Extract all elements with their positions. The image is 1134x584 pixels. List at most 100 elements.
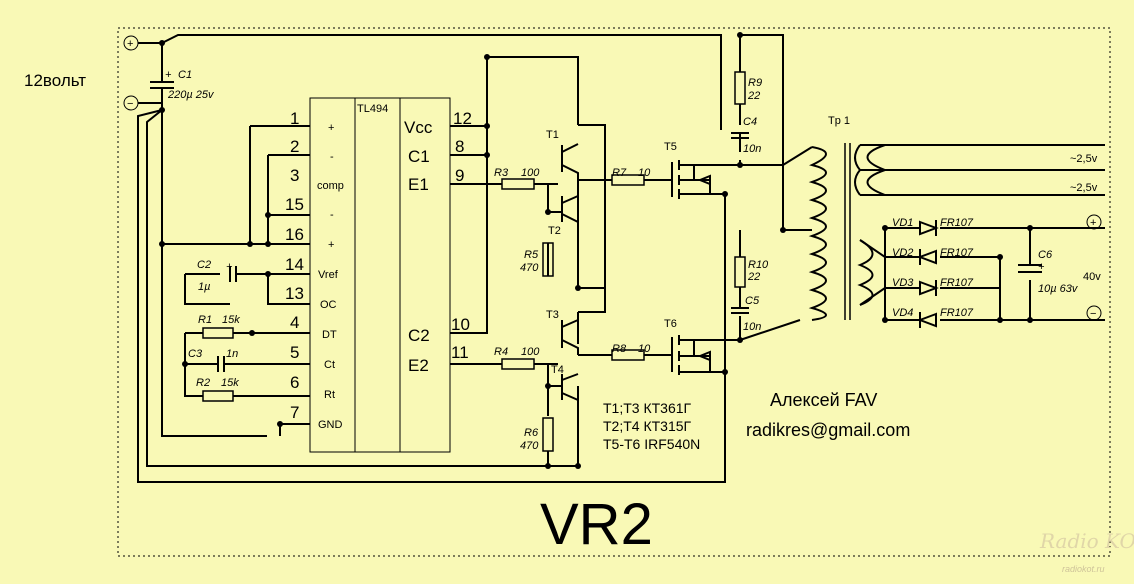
- svg-text:-: -: [330, 151, 334, 163]
- svg-text:E2: E2: [408, 356, 429, 375]
- svg-text:3: 3: [290, 166, 299, 185]
- svg-text:+: +: [226, 261, 233, 273]
- svg-text:Vref: Vref: [318, 269, 339, 281]
- svg-text:FR107: FR107: [940, 217, 974, 229]
- svg-text:12: 12: [453, 109, 472, 128]
- bipolar-transistors: T1 T2 T3 T4: [546, 129, 579, 410]
- svg-text:40v: 40v: [1083, 271, 1101, 283]
- svg-text:Tр 1: Tр 1: [828, 115, 850, 127]
- svg-text:R1: R1: [198, 314, 212, 326]
- svg-text:C2: C2: [408, 326, 430, 345]
- svg-text:FR107: FR107: [940, 307, 974, 319]
- svg-text:10: 10: [638, 343, 651, 355]
- junction-dots: [159, 32, 1033, 469]
- svg-text:1µ: 1µ: [198, 281, 210, 293]
- c1-plus: +: [165, 69, 172, 81]
- svg-text:VD4: VD4: [892, 307, 913, 319]
- svg-text:R4: R4: [494, 346, 508, 358]
- svg-text:+: +: [1038, 261, 1045, 273]
- svg-text:T3: T3: [546, 309, 559, 321]
- svg-text:4: 4: [290, 313, 299, 332]
- svg-text:14: 14: [285, 255, 304, 274]
- svg-text:100: 100: [521, 167, 540, 179]
- svg-text:R3: R3: [494, 167, 509, 179]
- svg-text:DT: DT: [322, 329, 337, 341]
- ic-name: TL494: [357, 103, 388, 115]
- svg-text:Rt: Rt: [324, 389, 335, 401]
- svg-text:C5: C5: [745, 295, 760, 307]
- c1-ref: C1: [178, 69, 192, 81]
- svg-text:VD2: VD2: [892, 247, 913, 259]
- wires: [137, 34, 1105, 483]
- svg-text:470: 470: [520, 262, 539, 274]
- svg-text:15: 15: [285, 195, 304, 214]
- svg-text:13: 13: [285, 284, 304, 303]
- svg-text:8: 8: [455, 137, 464, 156]
- output-labels: ~2,5v ~2,5v + 40v −: [1070, 153, 1102, 321]
- svg-text:~2,5v: ~2,5v: [1070, 182, 1098, 194]
- svg-text:11: 11: [451, 343, 469, 362]
- svg-text:1n: 1n: [226, 348, 238, 360]
- svg-text:VD1: VD1: [892, 217, 913, 229]
- mosfets: T5 T6: [664, 141, 711, 375]
- author-email: radikres@gmail.com: [746, 420, 910, 440]
- svg-text:E1: E1: [408, 175, 429, 194]
- svg-text:R2: R2: [196, 377, 210, 389]
- svg-text:R9: R9: [748, 77, 762, 89]
- svg-text:9: 9: [455, 166, 464, 185]
- svg-text:~2,5v: ~2,5v: [1070, 153, 1098, 165]
- svg-text:470: 470: [520, 440, 539, 452]
- timing-components: R1 15k C3 1n R2 15k: [188, 314, 240, 402]
- svg-text:R6: R6: [524, 427, 539, 439]
- watermark-url: radiokot.ru: [1062, 564, 1105, 574]
- note-line-2: T2;T4 КТ315Г: [603, 418, 692, 434]
- svg-text:C2: C2: [197, 259, 211, 271]
- svg-text:−: −: [1090, 308, 1096, 320]
- svg-text:+: +: [328, 239, 334, 251]
- svg-text:10: 10: [451, 315, 470, 334]
- board-outline: [117, 27, 1111, 557]
- svg-text:GND: GND: [318, 419, 343, 431]
- svg-text:1: 1: [290, 109, 299, 128]
- svg-text:10µ 63v: 10µ 63v: [1038, 283, 1079, 295]
- svg-text:VD3: VD3: [892, 277, 914, 289]
- svg-text:T2: T2: [548, 225, 561, 237]
- svg-text:22: 22: [747, 90, 760, 102]
- c6-capacitor: C6 + 10µ 63v: [1038, 249, 1079, 295]
- svg-text:T1: T1: [546, 129, 559, 141]
- svg-text:FR107: FR107: [940, 247, 974, 259]
- note-line-1: T1;T3 КТ361Г: [603, 400, 692, 416]
- svg-text:Vcc: Vcc: [404, 118, 433, 137]
- svg-text:10n: 10n: [743, 143, 761, 155]
- svg-text:10: 10: [638, 167, 651, 179]
- svg-text:−: −: [127, 98, 133, 110]
- svg-text:T6: T6: [664, 318, 677, 330]
- watermark-logo: Radio KOT: [1039, 529, 1134, 553]
- svg-text:C6: C6: [1038, 249, 1053, 261]
- svg-text:Ct: Ct: [324, 359, 335, 371]
- svg-text:comp: comp: [317, 180, 344, 192]
- svg-text:+: +: [1090, 217, 1096, 229]
- supply-terminals: + −: [123, 35, 139, 111]
- svg-text:6: 6: [290, 373, 299, 392]
- svg-text:2: 2: [290, 137, 299, 156]
- svg-text:OC: OC: [320, 299, 337, 311]
- note-line-3: T5-T6 IRF540N: [603, 436, 700, 452]
- transformer: Tр 1: [808, 115, 886, 321]
- svg-text:R10: R10: [748, 259, 769, 271]
- svg-text:T5: T5: [664, 141, 677, 153]
- svg-text:C3: C3: [188, 348, 203, 360]
- svg-text:R5: R5: [524, 249, 539, 261]
- svg-text:T4: T4: [551, 364, 564, 376]
- svg-text:7: 7: [290, 403, 299, 422]
- svg-text:22: 22: [747, 271, 760, 283]
- tl494-ic: TL494: [309, 97, 451, 453]
- svg-text:R8: R8: [612, 343, 627, 355]
